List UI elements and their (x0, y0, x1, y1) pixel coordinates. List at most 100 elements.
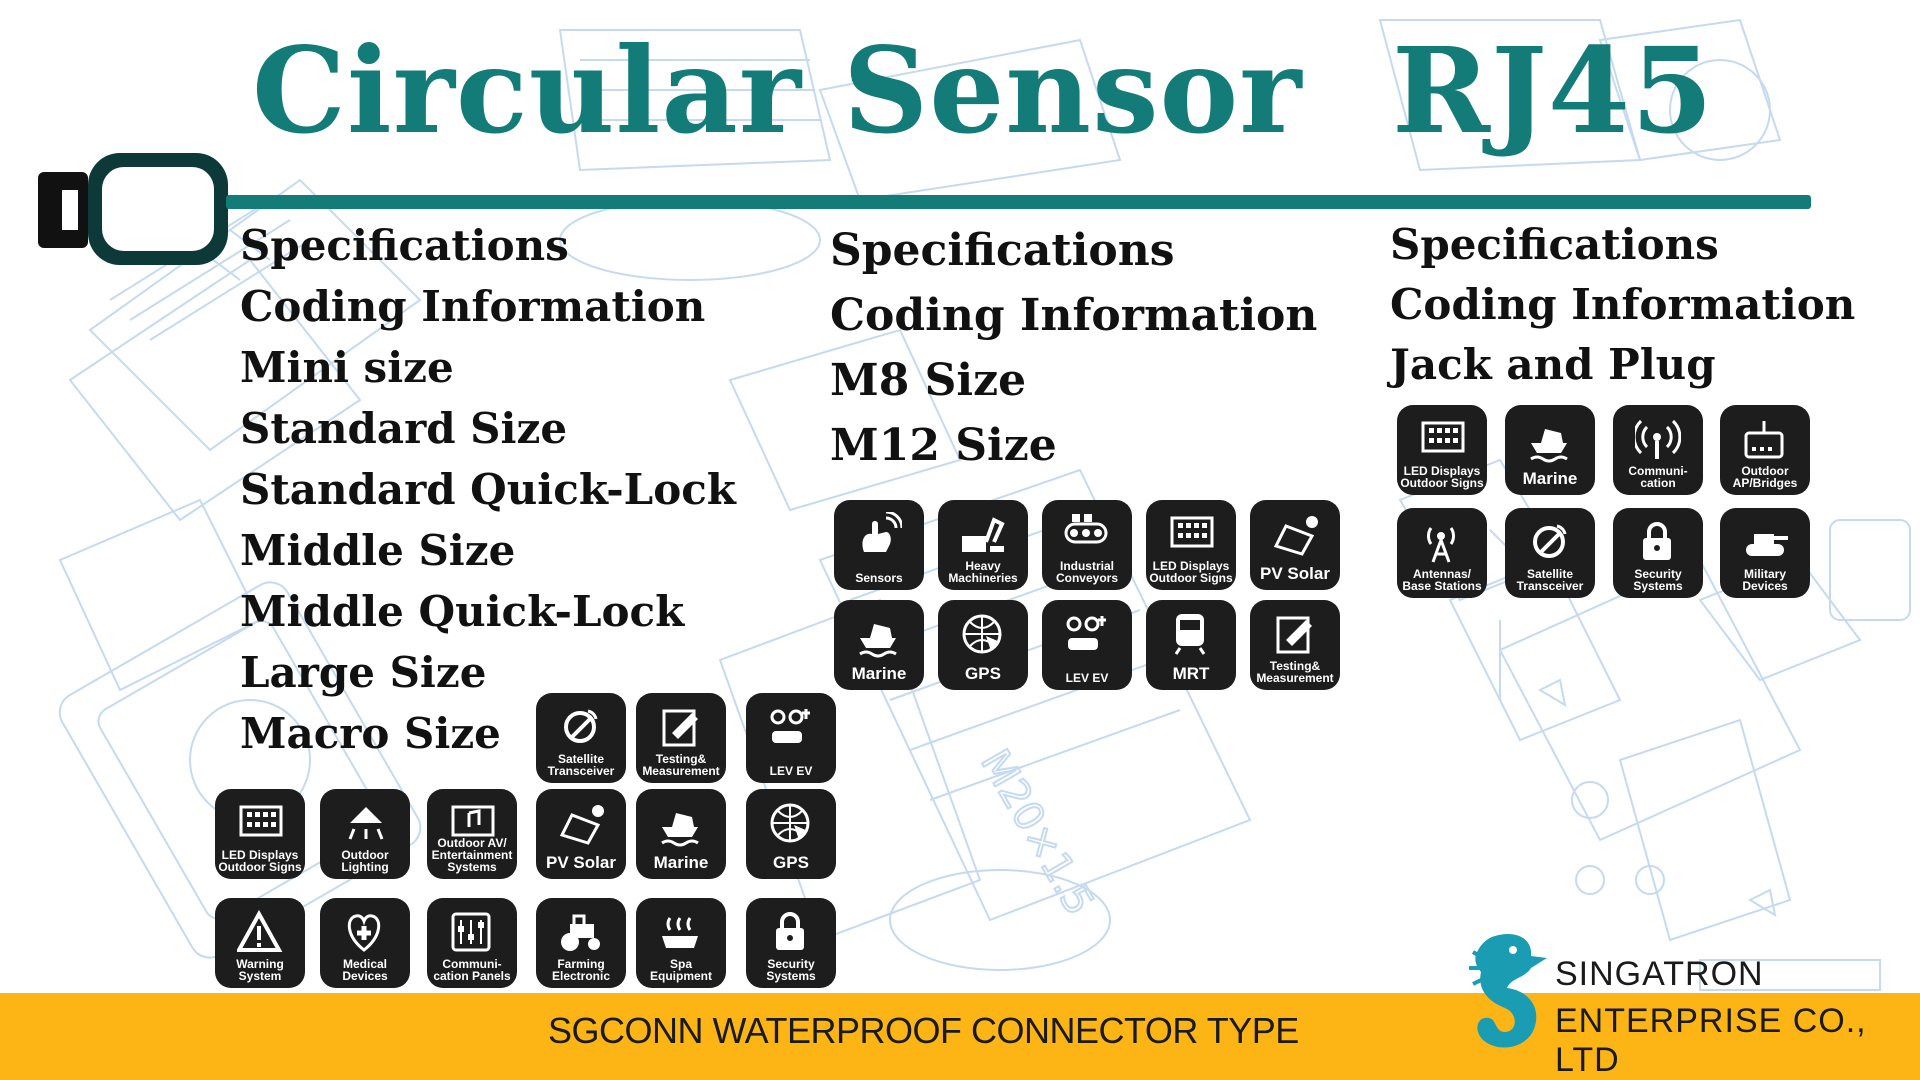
tank-application-tile[interactable]: Military Devices (1720, 508, 1810, 598)
icon-label: Industrial Conveyors (1055, 559, 1119, 585)
marine-application-tile[interactable]: Marine (636, 789, 726, 879)
list-item[interactable]: Coding Information (1390, 280, 1856, 329)
sensor-hand-application-tile[interactable]: Sensors (834, 500, 924, 590)
conveyor-application-tile[interactable]: Industrial Conveyors (1042, 500, 1132, 590)
led-display-icon (239, 805, 283, 837)
list-item[interactable]: Coding Information (830, 290, 1318, 341)
title-rj45: RJ45 (1392, 21, 1715, 160)
pv-solar-application-tile[interactable]: PV Solar (536, 789, 626, 879)
communication-application-tile[interactable]: Communi- cation (1613, 405, 1703, 495)
sensor-hand-icon (862, 512, 902, 552)
satellite-dish-application-tile[interactable]: Satellite Transceiver (536, 693, 626, 783)
icon-label: Security Systems (1633, 567, 1683, 593)
icon-label: Communi- cation (1628, 464, 1688, 490)
icon-label: Medical Devices (342, 957, 388, 983)
testing-application-tile[interactable]: Testing& Measurement (1250, 600, 1340, 690)
satellite-dish-icon (1533, 524, 1567, 558)
outdoor-av-icon (451, 805, 495, 837)
icon-label: LEV EV (1065, 671, 1109, 685)
list-item[interactable]: Large Size (240, 648, 487, 697)
list-item[interactable]: Middle Quick-Lock (240, 587, 685, 636)
antenna-application-tile[interactable]: Antennas/ Base Stations (1397, 508, 1487, 598)
icon-label: LED Displays Outdoor Signs (1400, 464, 1484, 490)
icon-label: Sensors (855, 571, 903, 585)
icon-label: Spa Equipment (650, 957, 712, 983)
communication-panel-application-tile[interactable]: Communi- cation Panels (427, 898, 517, 988)
title-rule (226, 195, 1811, 209)
gps-icon (962, 614, 1002, 654)
spa-application-tile[interactable]: Spa Equipment (636, 898, 726, 988)
tractor-application-tile[interactable]: Farming Electronic (536, 898, 626, 988)
spa-icon (662, 917, 698, 948)
lock-application-tile[interactable]: Security Systems (746, 898, 836, 988)
list-item[interactable]: Standard Quick-Lock (240, 465, 736, 514)
icon-label: Testing& Measurement (1256, 659, 1334, 685)
outdoor-ap-icon (1744, 421, 1784, 459)
tank-icon (1746, 534, 1788, 556)
list-item[interactable]: Coding Information (240, 282, 706, 331)
led-display-icon (1170, 516, 1214, 548)
title-circular: Circular (252, 21, 803, 160)
marine-application-tile[interactable]: Marine (834, 600, 924, 690)
outdoor-lighting-icon (348, 807, 384, 840)
list-item[interactable]: Specifications (1390, 220, 1719, 269)
list-item[interactable]: Macro Size (240, 709, 501, 758)
gps-application-tile[interactable]: GPS (938, 600, 1028, 690)
led-display-application-tile[interactable]: LED Displays Outdoor Signs (1146, 500, 1236, 590)
list-item[interactable]: Specifications (240, 221, 569, 270)
list-item[interactable]: M8 Size (830, 355, 1027, 406)
outdoor-lighting-application-tile[interactable]: Outdoor Lighting (320, 789, 410, 879)
gps-application-tile[interactable]: GPS (746, 789, 836, 879)
icon-label: Satellite Transceiver (1516, 567, 1584, 593)
communication-panel-icon (451, 912, 491, 952)
icon-label: Farming Electronic (551, 957, 611, 983)
circular-list: Specifications Coding Information Mini s… (240, 215, 736, 764)
marine-icon (1530, 429, 1568, 463)
led-display-application-tile[interactable]: LED Displays Outdoor Signs (215, 789, 305, 879)
list-item[interactable]: Middle Size (240, 526, 516, 575)
satellite-dish-icon (564, 709, 598, 743)
heavy-machinery-application-tile[interactable]: Heavy Machineries (938, 500, 1028, 590)
lock-icon (776, 912, 804, 950)
lev-ev-icon (770, 709, 810, 743)
list-item[interactable]: Mini size (240, 343, 454, 392)
icon-label: Marine (653, 853, 709, 872)
icon-label: LED Displays Outdoor Signs (1149, 559, 1233, 585)
heavy-machinery-icon (962, 517, 1005, 552)
icon-label: Warning System (236, 957, 284, 983)
pv-solar-application-tile[interactable]: PV Solar (1250, 500, 1340, 590)
pv-solar-icon (559, 805, 604, 845)
svg-text:M20×1.5: M20×1.5 (971, 742, 1102, 923)
icon-label: MRT (1172, 664, 1210, 683)
icon-label: GPS (965, 664, 1001, 683)
list-item[interactable]: Jack and Plug (1390, 340, 1716, 389)
list-item[interactable]: Specifications (830, 225, 1175, 276)
lev-ev-application-tile[interactable]: LEV EV (1042, 600, 1132, 690)
train-application-tile[interactable]: MRT (1146, 600, 1236, 690)
testing-application-tile[interactable]: Testing& Measurement (636, 693, 726, 783)
conveyor-icon (1064, 514, 1108, 544)
warning-icon (237, 910, 283, 952)
medical-application-tile[interactable]: Medical Devices (320, 898, 410, 988)
warning-application-tile[interactable]: Warning System (215, 898, 305, 988)
seahorse-logo-icon (1469, 934, 1547, 1048)
led-display-application-tile[interactable]: LED Displays Outdoor Signs (1397, 405, 1487, 495)
outdoor-av-application-tile[interactable]: Outdoor AV/ Entertainment Systems (427, 789, 517, 879)
marine-application-tile[interactable]: Marine (1505, 405, 1595, 495)
tractor-icon (561, 914, 600, 951)
lock-application-tile[interactable]: Security Systems (1613, 508, 1703, 598)
testing-icon (1276, 616, 1312, 654)
outdoor-ap-application-tile[interactable]: Outdoor AP/Bridges (1720, 405, 1810, 495)
lev-ev-application-tile[interactable]: LEV EV (746, 693, 836, 783)
icon-label: PV Solar (1260, 564, 1330, 583)
icon-label: Security Systems (766, 957, 816, 983)
list-item[interactable]: Standard Size (240, 404, 568, 453)
icon-label: Marine (851, 664, 907, 683)
icon-label: PV Solar (546, 853, 616, 872)
list-item[interactable]: M12 Size (830, 420, 1057, 471)
marine-icon (661, 813, 699, 847)
icon-label: Antennas/ Base Stations (1402, 567, 1482, 593)
company-name-line2: ENTERPRISE CO., LTD (1555, 1002, 1867, 1079)
train-icon (1174, 614, 1206, 655)
satellite-dish-application-tile[interactable]: Satellite Transceiver (1505, 508, 1595, 598)
